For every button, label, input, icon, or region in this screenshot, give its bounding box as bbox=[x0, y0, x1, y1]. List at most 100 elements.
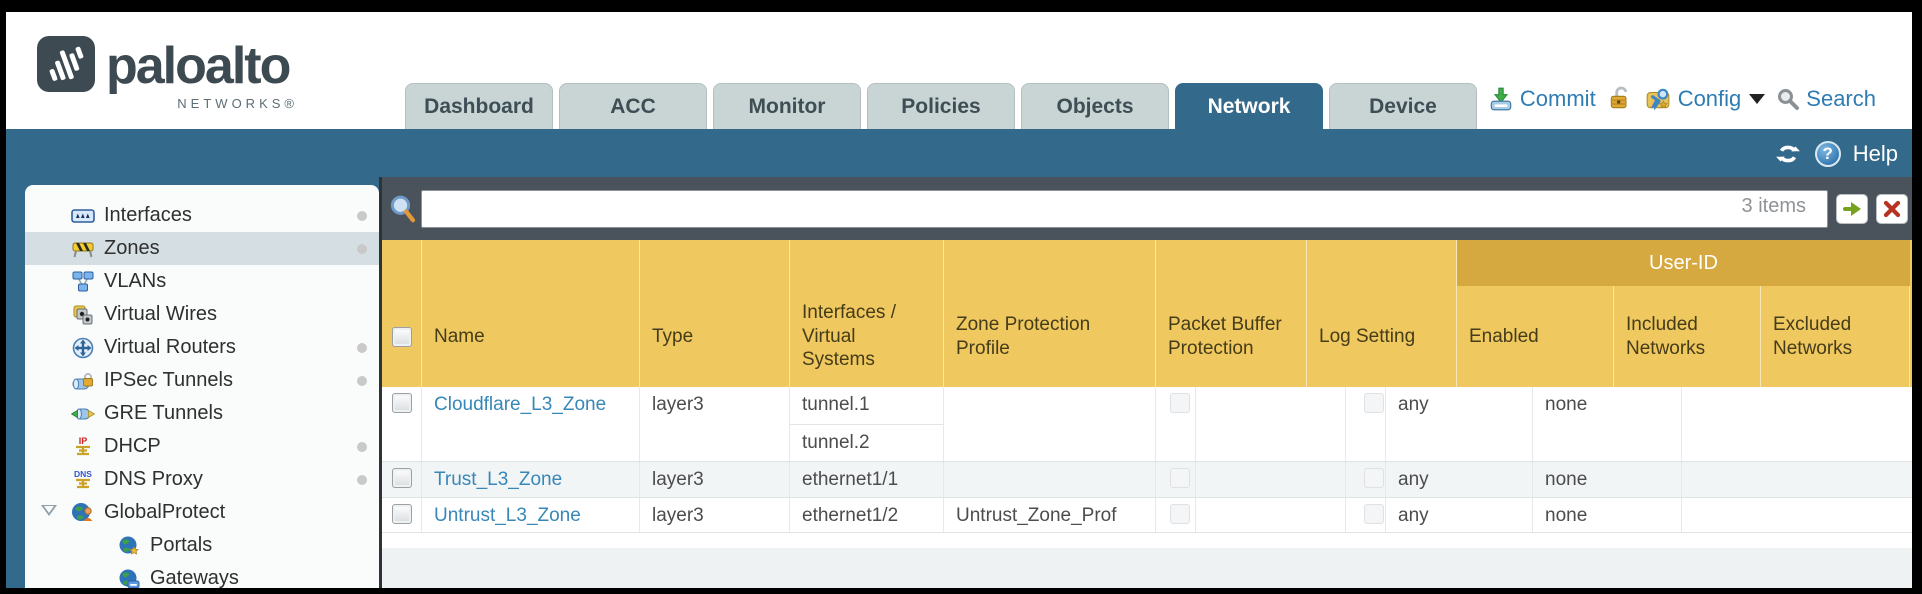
zone-type-cell: layer3 bbox=[640, 387, 790, 461]
row-checkbox[interactable] bbox=[391, 468, 412, 488]
ipsec-tunnels-icon bbox=[71, 370, 95, 392]
sidebar-item-ipsec-tunnels[interactable]: IPSec Tunnels bbox=[25, 364, 379, 397]
tab-objects[interactable]: Objects bbox=[1021, 83, 1169, 129]
globalprotect-icon bbox=[71, 502, 95, 524]
zone-name-cell: Untrust_L3_Zone bbox=[422, 498, 640, 532]
select-all-checkbox[interactable] bbox=[391, 326, 412, 347]
filter-bar: 3 items bbox=[382, 177, 1912, 240]
column-header-included-networks[interactable]: Included Networks bbox=[1614, 286, 1761, 387]
pbp-checkbox bbox=[1170, 504, 1190, 524]
apply-filter-button[interactable] bbox=[1836, 193, 1868, 224]
user-id-group-header: User-ID bbox=[1457, 240, 1910, 286]
zone-name-cell: Cloudflare_L3_Zone bbox=[422, 387, 640, 461]
column-header-type[interactable]: Type bbox=[640, 240, 790, 387]
excluded-networks-cell: none bbox=[1533, 387, 1682, 461]
select-all-cell bbox=[382, 240, 422, 387]
sidebar-item-interfaces[interactable]: Interfaces bbox=[25, 199, 379, 232]
sidebar-item-portals[interactable]: Portals bbox=[25, 529, 379, 562]
tab-monitor[interactable]: Monitor bbox=[713, 83, 861, 129]
sidebar-item-label: Gateways bbox=[150, 567, 239, 588]
included-networks-cell: any bbox=[1386, 387, 1533, 461]
sidebar-item-label: GlobalProtect bbox=[104, 501, 226, 523]
lock-icon[interactable] bbox=[1607, 86, 1633, 112]
row-select-cell bbox=[382, 387, 422, 461]
table-row: Untrust_L3_Zone layer3 ethernet1/2 Untru… bbox=[382, 498, 1912, 533]
tab-device[interactable]: Device bbox=[1329, 83, 1477, 129]
sidebar-item-virtual-routers[interactable]: Virtual Routers bbox=[25, 331, 379, 364]
search-button[interactable]: Search bbox=[1776, 86, 1876, 112]
zone-protection-profile-cell bbox=[944, 387, 1156, 461]
column-header-enabled[interactable]: Enabled bbox=[1457, 286, 1614, 387]
sidebar-item-dhcp[interactable]: IP DHCP bbox=[25, 430, 379, 463]
sidebar-item-globalprotect[interactable]: GlobalProtect bbox=[25, 496, 379, 529]
tab-network[interactable]: Network bbox=[1175, 83, 1323, 129]
column-header-log-setting[interactable]: Log Setting bbox=[1307, 240, 1457, 387]
sidebar-item-label: IPSec Tunnels bbox=[104, 369, 233, 391]
table-header: Name Type Interfaces / Virtual Systems Z… bbox=[382, 240, 1912, 387]
sidebar-item-gre-tunnels[interactable]: GRE Tunnels bbox=[25, 397, 379, 430]
red-x-icon bbox=[1883, 200, 1901, 217]
packet-buffer-protection-cell bbox=[1156, 387, 1196, 461]
zone-name-link[interactable]: Untrust_L3_Zone bbox=[434, 505, 581, 526]
tab-dashboard[interactable]: Dashboard bbox=[405, 83, 553, 129]
column-header-excluded-networks[interactable]: Excluded Networks bbox=[1761, 286, 1910, 387]
row-checkbox[interactable] bbox=[391, 504, 412, 524]
filter-input[interactable] bbox=[421, 189, 1828, 228]
page-background-strip bbox=[382, 548, 1912, 588]
table-empty-area bbox=[382, 533, 1912, 588]
config-icon bbox=[1646, 88, 1670, 111]
zone-name-link[interactable]: Cloudflare_L3_Zone bbox=[434, 394, 607, 415]
expand-triangle-icon[interactable] bbox=[41, 505, 57, 516]
chevron-down-icon bbox=[1749, 94, 1766, 104]
green-arrow-icon bbox=[1843, 201, 1861, 216]
zone-protection-profile-cell: Untrust_Zone_Prof bbox=[944, 498, 1156, 532]
interface-entry: tunnel.2 bbox=[790, 423, 943, 462]
sidebar-item-zones[interactable]: Zones bbox=[25, 232, 379, 265]
help-icon[interactable]: ? bbox=[1814, 141, 1841, 167]
gateways-icon bbox=[117, 568, 141, 588]
sidebar-item-vlans[interactable]: VLANs bbox=[25, 265, 379, 298]
paloalto-logo: paloalto NETWORKS® bbox=[30, 30, 330, 122]
zone-name-cell: Trust_L3_Zone bbox=[422, 462, 640, 497]
status-dot bbox=[357, 441, 367, 452]
excluded-networks-cell: none bbox=[1533, 462, 1682, 497]
enabled-checkbox bbox=[1364, 468, 1384, 488]
user-id-enabled-cell bbox=[1346, 462, 1386, 497]
row-select-cell bbox=[382, 498, 422, 532]
zones-icon bbox=[71, 238, 95, 260]
column-header-zone-protection-profile[interactable]: Zone Protection Profile bbox=[944, 240, 1156, 387]
zone-protection-profile-cell bbox=[944, 462, 1156, 497]
dns-proxy-icon: DNS bbox=[71, 469, 95, 491]
virtual-routers-icon bbox=[71, 337, 95, 359]
zone-interfaces-cell: ethernet1/1 bbox=[790, 462, 944, 497]
tab-acc[interactable]: ACC bbox=[559, 83, 707, 129]
sidebar-item-dns-proxy[interactable]: DNS DNS Proxy bbox=[25, 463, 379, 496]
filter-search-icon[interactable] bbox=[388, 194, 418, 224]
search-label: Search bbox=[1806, 86, 1876, 111]
zone-name-link[interactable]: Trust_L3_Zone bbox=[434, 469, 563, 490]
row-checkbox[interactable] bbox=[391, 393, 412, 413]
column-header-packet-buffer-protection[interactable]: Packet Buffer Protection bbox=[1156, 240, 1307, 387]
row-select-cell bbox=[382, 462, 422, 497]
status-dot bbox=[357, 375, 367, 386]
sidebar-item-gateways[interactable]: Gateways bbox=[25, 562, 379, 588]
column-header-interfaces[interactable]: Interfaces / Virtual Systems bbox=[790, 240, 944, 387]
sidebar-item-label: VLANs bbox=[104, 270, 167, 292]
log-setting-cell bbox=[1196, 498, 1346, 532]
sidebar-item-virtual-wires[interactable]: Virtual Wires bbox=[25, 298, 379, 331]
zone-type-cell: layer3 bbox=[640, 462, 790, 497]
config-menu[interactable]: Config bbox=[1644, 86, 1766, 112]
vlans-icon bbox=[71, 271, 95, 293]
clear-filter-button[interactable] bbox=[1876, 193, 1908, 224]
main-region: ? Help Interfaces Zones bbox=[6, 129, 1912, 588]
paloalto-logo-icon bbox=[37, 36, 95, 92]
column-header-name[interactable]: Name bbox=[422, 240, 640, 387]
top-header: paloalto NETWORKS® Dashboard ACC Monitor… bbox=[6, 12, 1912, 129]
main-nav-tabs: Dashboard ACC Monitor Policies Objects N… bbox=[405, 83, 1477, 129]
refresh-icon[interactable] bbox=[1773, 141, 1803, 167]
zones-content-panel: 3 items Name Type Interfaces / Virtual S… bbox=[379, 177, 1912, 588]
commit-button[interactable]: Commit bbox=[1488, 86, 1596, 112]
table-row: Trust_L3_Zone layer3 ethernet1/1 any non… bbox=[382, 462, 1912, 498]
tab-policies[interactable]: Policies bbox=[867, 83, 1015, 129]
user-id-enabled-cell bbox=[1346, 498, 1386, 532]
